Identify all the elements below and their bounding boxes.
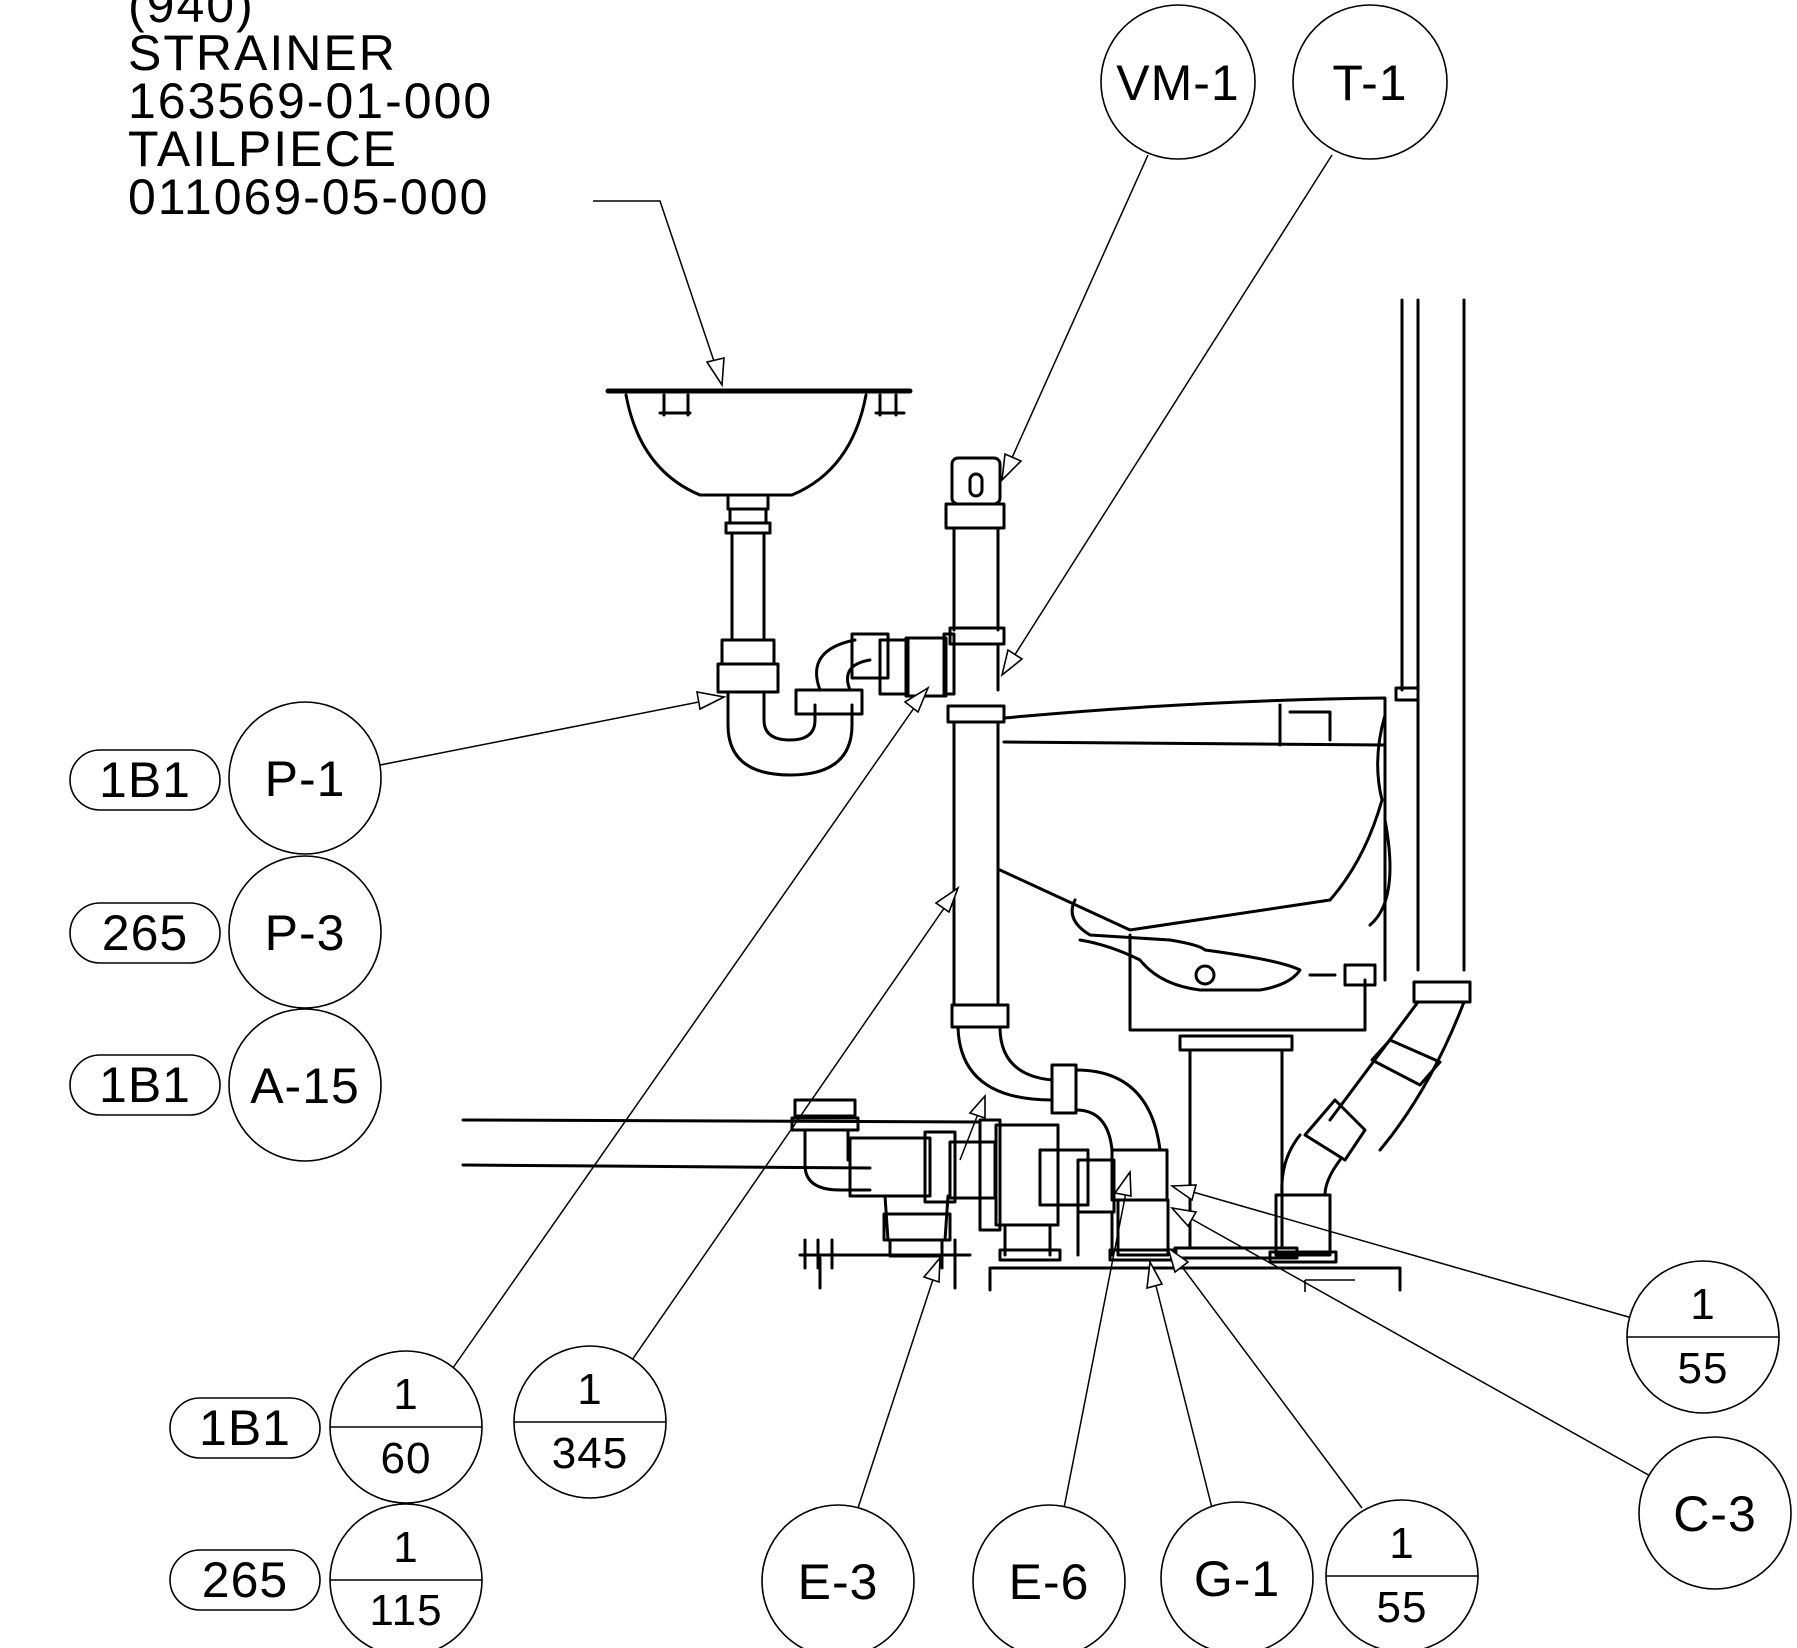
callout-f60-bottom: 60 bbox=[381, 1434, 432, 1483]
strainer-tailpiece-note: (940) STRAINER 163569-01-000 TAILPIECE 0… bbox=[128, 0, 493, 225]
leader-f55-bottom bbox=[1167, 1247, 1363, 1509]
callout-f55-right-top: 1 bbox=[1690, 1280, 1715, 1329]
callout-a15-label: A-15 bbox=[250, 1058, 360, 1114]
callout-f60-pill: 1B1 bbox=[199, 1400, 291, 1456]
leader-f55-right-arrow bbox=[1169, 1184, 1198, 1202]
leader-note-arrow bbox=[705, 356, 725, 388]
note-line-5: 011069-05-000 bbox=[128, 169, 489, 225]
callout-a15: 1B1 A-15 bbox=[69, 1008, 382, 1162]
callout-f115-pill: 265 bbox=[202, 1552, 288, 1608]
sink-bowl bbox=[605, 388, 913, 535]
callout-f345-bottom: 345 bbox=[552, 1429, 628, 1478]
callout-g1: G-1 bbox=[1160, 1501, 1314, 1648]
callout-f115: 265 1 115 bbox=[169, 1503, 483, 1648]
callout-f115-top: 1 bbox=[393, 1523, 418, 1572]
callout-f345-top: 1 bbox=[577, 1365, 602, 1414]
callout-vm1: VM-1 bbox=[1100, 4, 1256, 160]
toilet bbox=[998, 696, 1392, 1260]
note-line-3: 163569-01-000 bbox=[128, 73, 493, 129]
leader-c3 bbox=[1171, 1207, 1653, 1478]
note-line-1: (940) bbox=[128, 0, 255, 33]
leader-c3-arrow bbox=[1169, 1206, 1198, 1228]
callout-c3-label: C-3 bbox=[1673, 1486, 1757, 1542]
leader-e3-arrow bbox=[922, 1255, 941, 1284]
callout-e3-label: E-3 bbox=[798, 1554, 879, 1610]
callout-vm1-label: VM-1 bbox=[1116, 55, 1239, 111]
leader-g1 bbox=[1149, 1261, 1213, 1509]
note-line-4: TAILPIECE bbox=[128, 121, 398, 177]
leader-f345 bbox=[631, 887, 959, 1361]
callout-p3: 265 P-3 bbox=[69, 855, 382, 1009]
callout-p3-pill: 265 bbox=[102, 905, 188, 961]
callout-f55-bottom-bottom: 55 bbox=[1377, 1583, 1428, 1632]
callout-p1-pill: 1B1 bbox=[99, 752, 191, 808]
leader-t1 bbox=[1001, 154, 1333, 676]
callout-f60-top: 1 bbox=[393, 1370, 418, 1419]
vent-stack bbox=[944, 456, 1162, 1152]
callout-f60: 1B1 1 60 bbox=[169, 1350, 483, 1504]
leader-f55-right bbox=[1171, 1185, 1633, 1319]
leader-vm1 bbox=[1001, 154, 1149, 481]
callout-p1: 1B1 P-1 bbox=[69, 701, 382, 855]
callout-p1-label: P-1 bbox=[265, 751, 346, 807]
callout-c3: C-3 bbox=[1638, 1436, 1792, 1590]
leader-note bbox=[593, 200, 723, 386]
callout-g1-label: G-1 bbox=[1194, 1551, 1280, 1607]
callout-f55-right: 1 55 bbox=[1626, 1260, 1780, 1414]
callout-e6: E-6 bbox=[972, 1504, 1126, 1648]
leader-e3 bbox=[857, 1257, 941, 1509]
callout-p3-label: P-3 bbox=[265, 905, 346, 961]
leader-f55-bottom-arrow bbox=[1166, 1246, 1190, 1274]
callout-f55-bottom: 1 55 bbox=[1325, 1499, 1479, 1648]
leader-lines bbox=[379, 154, 1653, 1509]
sink-trap bbox=[716, 531, 956, 777]
callout-e6-label: E-6 bbox=[1009, 1554, 1090, 1610]
note-line-2: STRAINER bbox=[128, 25, 397, 81]
callout-t1: T-1 bbox=[1292, 4, 1448, 160]
callout-f115-bottom: 115 bbox=[369, 1586, 442, 1635]
leader-f115-arrow bbox=[968, 1093, 986, 1120]
callout-f345: 1 345 bbox=[513, 1345, 667, 1499]
leader-e6-arrow bbox=[1113, 1169, 1132, 1197]
right-stack bbox=[1268, 298, 1472, 1264]
leader-t1-arrow bbox=[1000, 648, 1024, 678]
leader-vm1-arrow bbox=[1000, 452, 1023, 483]
leader-f60-arrow bbox=[903, 686, 930, 714]
callout-f55-right-bottom: 55 bbox=[1678, 1344, 1729, 1393]
callout-a15-pill: 1B1 bbox=[99, 1057, 191, 1113]
callout-f55-bottom-top: 1 bbox=[1389, 1519, 1414, 1568]
leader-e6 bbox=[1063, 1171, 1131, 1509]
leader-g1-arrow bbox=[1146, 1259, 1164, 1290]
floor-fittings bbox=[461, 1098, 1402, 1292]
drawing-geometry bbox=[461, 298, 1472, 1292]
callout-t1-label: T-1 bbox=[1332, 55, 1407, 111]
leader-f60 bbox=[447, 687, 929, 1376]
leader-f345-arrow bbox=[934, 885, 960, 914]
leader-p1 bbox=[379, 696, 725, 766]
callout-e3: E-3 bbox=[761, 1504, 915, 1648]
leader-p1-arrow bbox=[696, 691, 727, 711]
